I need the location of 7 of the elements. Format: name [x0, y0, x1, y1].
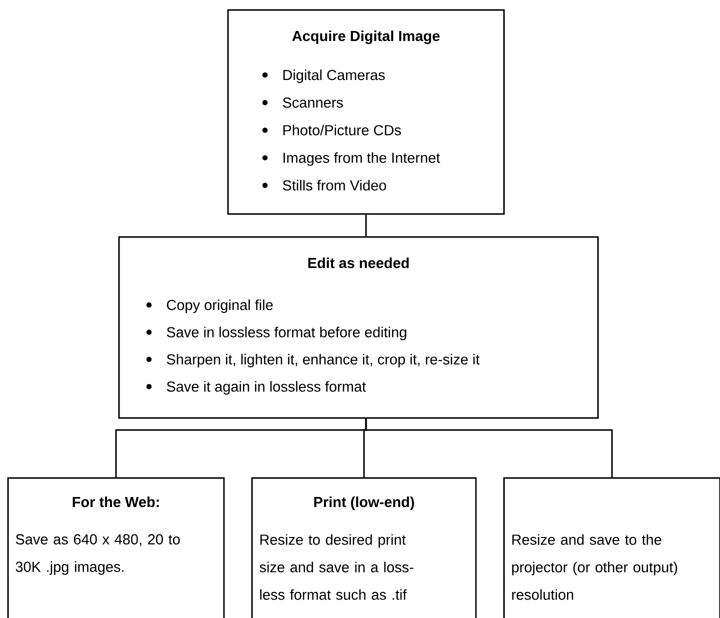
- process-box: For the Web: Save as 640 x 480, 20 to 30K .jpg images.: [7, 477, 225, 618]
- process-box: Acquire Digital Image Digital Cameras Scanners Photo/Picture CDs Images from the Internet Stills from Video: [227, 9, 505, 215]
- process-box: Print (low-end) Resize to desired print size and save in a loss-less format such as .tif: [251, 477, 477, 618]
- connector-line: [365, 214, 367, 236]
- process-box: Edit as needed Copy original file Save in lossless format before editing Sharpen it, lighten it, enhance it, crop it, re-size it Save it again in lossless format: [118, 236, 599, 419]
- connector-line: [365, 418, 613, 478]
- process-box: Resize and save to the projector (or other output) resolution: [503, 477, 720, 618]
